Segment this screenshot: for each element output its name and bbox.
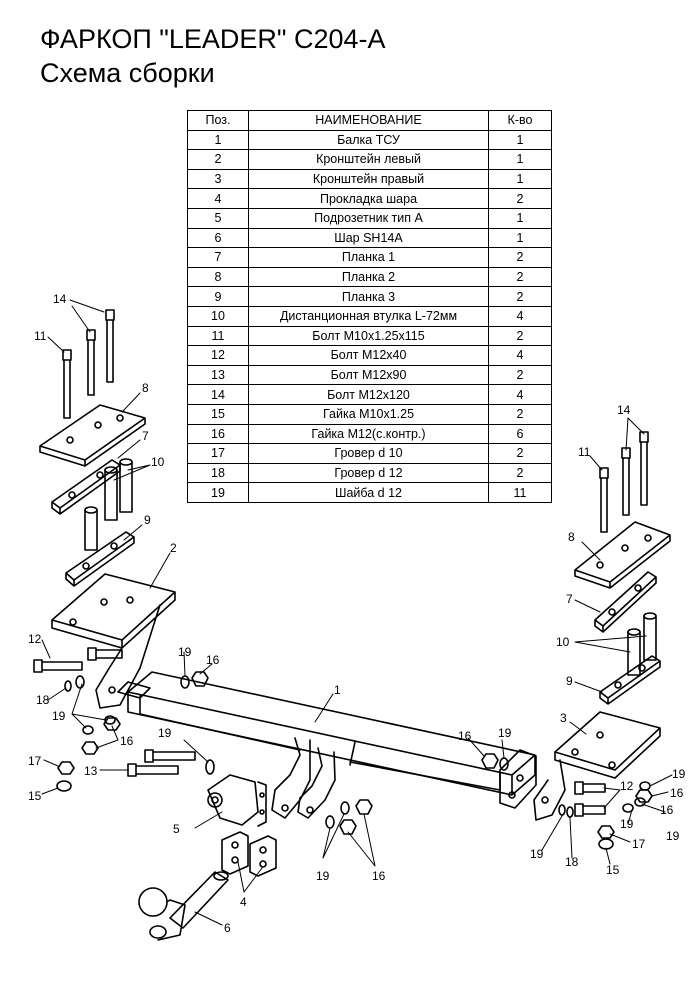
callout-label: 14: [617, 403, 631, 417]
main-beam-1: [127, 671, 536, 796]
callout-label: 17: [632, 837, 646, 851]
left-bolt-stack: [62, 309, 115, 419]
callout-labels: 14 11 8 7 10 9 2 12 18 19 16 19 16 17 13…: [28, 292, 686, 935]
cell-name: Дистанционная втулка L-72мм: [248, 305, 489, 327]
left-plate-7: [51, 459, 121, 515]
right-plate-9: [599, 655, 661, 705]
cell-quantity: 4: [488, 384, 552, 405]
callout-label: 14: [53, 292, 67, 306]
callout-label: 19: [498, 726, 512, 740]
callout-label: 19: [316, 869, 330, 883]
callout-label: 12: [620, 779, 634, 793]
callout-label: 19: [672, 767, 686, 781]
callout-label: 13: [84, 764, 98, 778]
cell-name: Шар SH14A: [248, 227, 489, 249]
cell-position: 17: [187, 443, 249, 464]
callout-label: 16: [660, 803, 674, 817]
cell-quantity: 11: [488, 482, 552, 503]
callout-label: 12: [28, 632, 42, 646]
cell-name: Прокладка шара: [248, 188, 489, 209]
callout-label: 18: [565, 855, 579, 869]
callout-label: 17: [28, 754, 42, 768]
table-header-row: Поз. НАИМЕНОВАНИЕ К-во: [187, 110, 552, 131]
page-subtitle: Схема сборки: [40, 58, 215, 88]
callout-label: 18: [36, 693, 50, 707]
beam-hangers: [271, 737, 336, 819]
callout-label: 4: [240, 895, 247, 909]
cell-name: Гровер d 10: [248, 443, 489, 464]
page-title: ФАРКОП "LEADER" C204-A: [40, 24, 386, 54]
cell-name: Шайба d 12: [248, 482, 489, 503]
callout-label: 9: [144, 513, 151, 527]
callout-label: 1: [334, 683, 341, 697]
callout-label: 9: [566, 674, 573, 688]
header-position: Поз.: [187, 110, 249, 131]
leader-lines: [41, 299, 673, 926]
callout-label: 19: [530, 847, 544, 861]
cell-name: Гайка М12(с.контр.): [248, 423, 489, 445]
callout-label: 15: [606, 863, 620, 877]
callout-label: 16: [670, 786, 684, 800]
right-plate-8: [574, 521, 671, 589]
callout-label: 7: [566, 592, 573, 606]
callout-label: 19: [620, 817, 634, 831]
callout-label: 11: [578, 445, 591, 459]
left-plate-9: [65, 531, 135, 587]
callout-label: 10: [556, 635, 570, 649]
callout-label: 11: [34, 329, 47, 343]
left-plate-8: [39, 404, 146, 467]
callout-label: 7: [142, 429, 149, 443]
callout-label: 3: [560, 711, 567, 725]
cell-name: Подрозетник тип А: [248, 207, 489, 229]
callout-label: 16: [206, 653, 220, 667]
right-spacers-10: [627, 612, 657, 676]
right-bracket-3: [533, 711, 661, 821]
tow-ball-6: [138, 871, 229, 941]
left-bracket-2: [51, 573, 176, 709]
callout-label: 16: [458, 729, 472, 743]
ball-pads-4: [221, 831, 277, 877]
cell-position: 19: [187, 482, 249, 503]
callout-label: 2: [170, 541, 177, 555]
cell-position: 11: [187, 325, 249, 347]
callout-label: 6: [224, 921, 231, 935]
callout-label: 19: [52, 709, 66, 723]
callout-label: 19: [178, 645, 192, 659]
cell-quantity: 1: [488, 207, 552, 229]
left-spacers-10: [84, 458, 133, 551]
right-bolt-stack: [599, 431, 649, 533]
callout-label: 8: [568, 530, 575, 544]
callout-label: 16: [120, 734, 134, 748]
callout-label: 19: [666, 829, 680, 843]
right-plate-7: [594, 571, 657, 633]
socket-bracket-5: [207, 774, 259, 826]
cell-name: Кронштейн левый: [248, 149, 489, 170]
callout-label: 16: [372, 869, 386, 883]
callout-label: 10: [151, 455, 165, 469]
callout-label: 19: [158, 726, 172, 740]
cell-position: 18: [187, 462, 249, 484]
callout-label: 5: [173, 822, 180, 836]
callout-label: 8: [142, 381, 149, 395]
callout-label: 15: [28, 789, 42, 803]
